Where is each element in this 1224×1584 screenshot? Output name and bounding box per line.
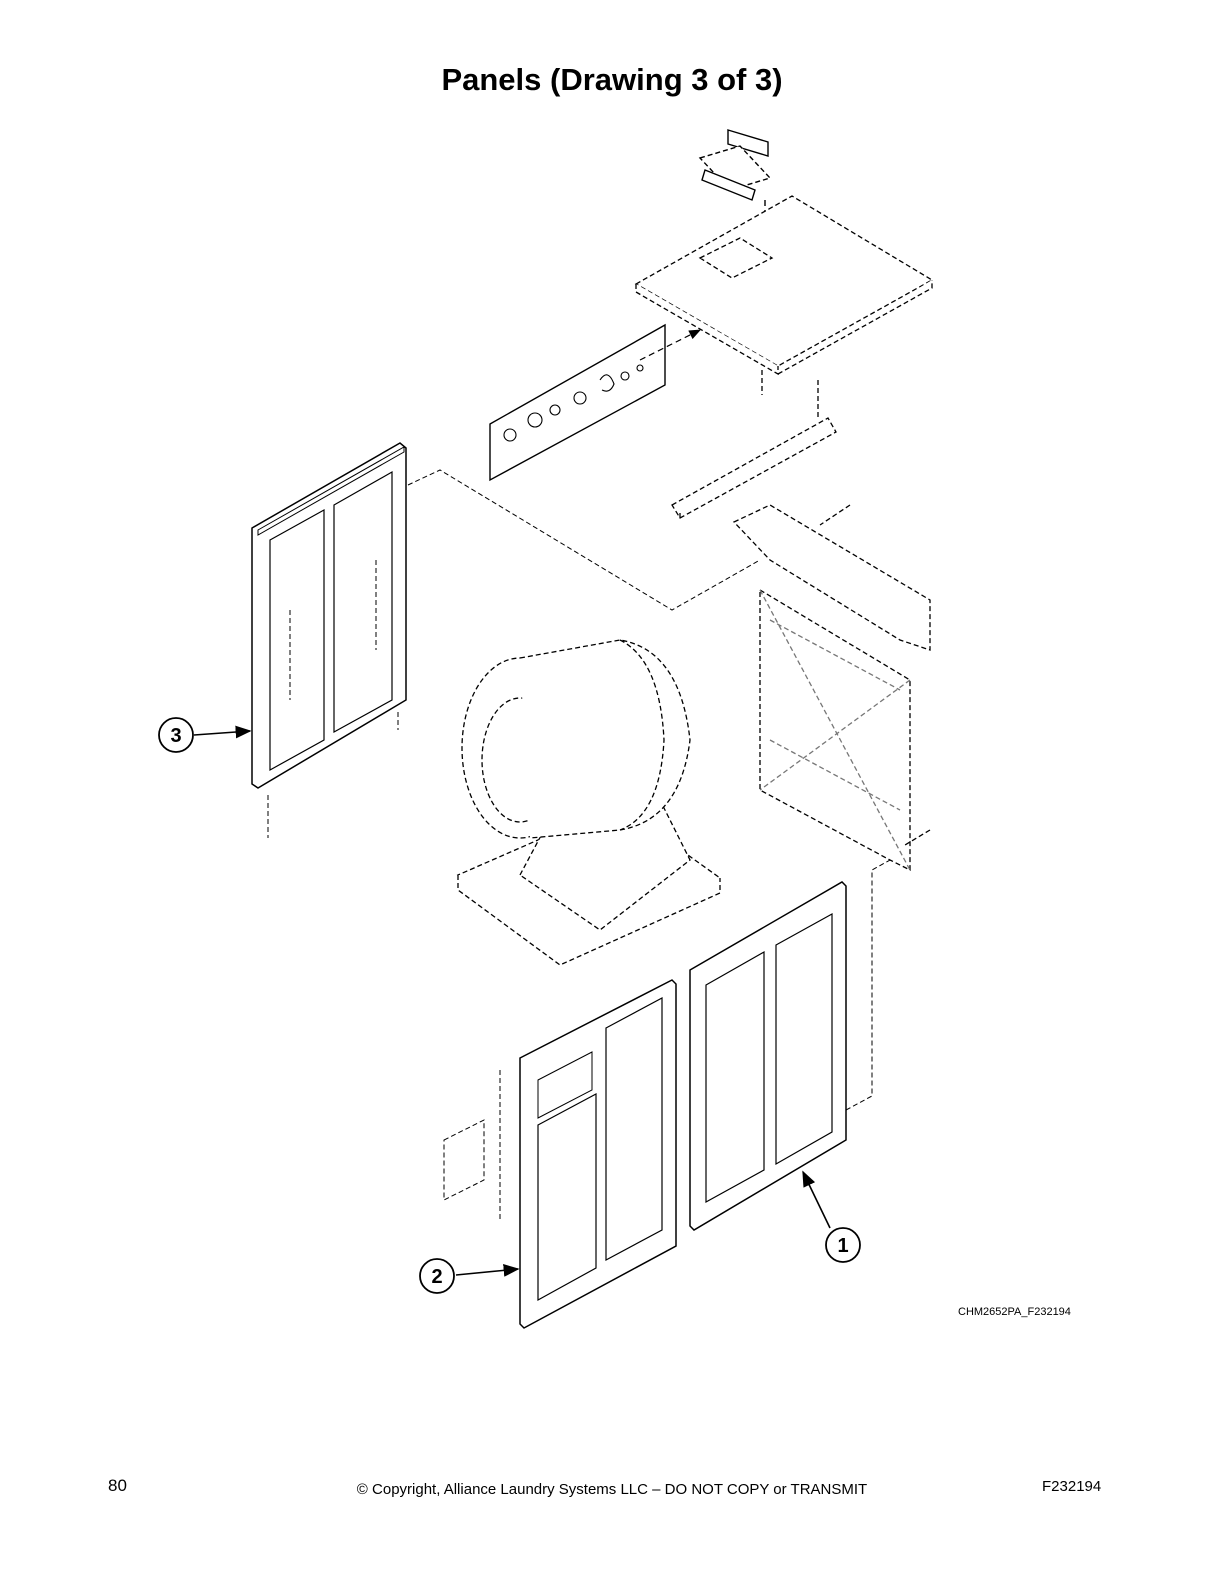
rear-frame — [732, 504, 931, 872]
callout-3: 3 — [158, 717, 252, 753]
drum-assembly — [456, 639, 722, 966]
callout-3-label: 3 — [170, 725, 181, 747]
figure-id: CHM2652PA_F232194 — [958, 1306, 1071, 1318]
document-id: F232194 — [1042, 1478, 1102, 1495]
callout-2: 2 — [419, 1258, 520, 1294]
hinge-hardware-plate — [489, 323, 702, 482]
side-panel — [251, 442, 761, 838]
front-right-panel — [689, 859, 891, 1231]
callout-1: 1 — [802, 1170, 861, 1263]
callout-2-label: 2 — [431, 1266, 442, 1288]
page-number: 80 — [108, 1476, 127, 1495]
page-title: Panels (Drawing 3 of 3) — [441, 62, 783, 97]
copyright-notice: © Copyright, Alliance Laundry Systems LL… — [356, 1481, 868, 1498]
top-rail — [671, 417, 837, 519]
top-panel — [634, 195, 934, 418]
callout-1-label: 1 — [837, 1235, 848, 1257]
front-left-panel — [443, 979, 677, 1329]
